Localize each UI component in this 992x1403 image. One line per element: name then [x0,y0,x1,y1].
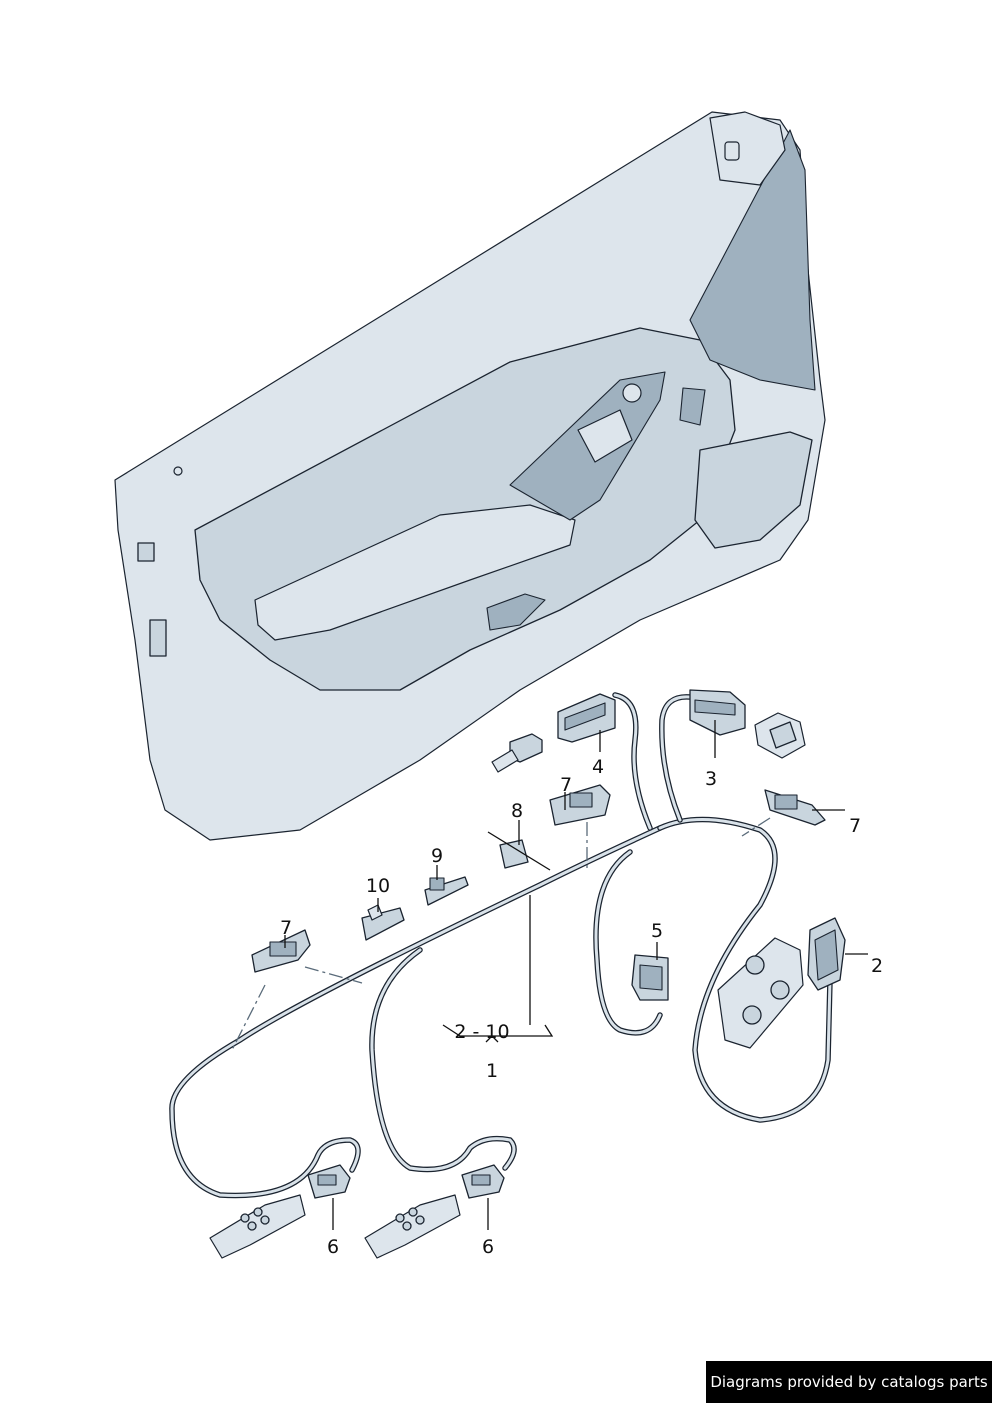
leader-lines [231,720,868,1230]
component-8-clip [487,831,551,871]
component-10-clip [361,904,405,941]
wiring-harness [169,692,833,1199]
component-2-plate [717,937,804,1049]
component-7-clip-left [251,929,311,973]
component-4-switch-module [557,693,616,743]
component-3-connector [689,689,746,736]
callout-10: 10 [366,875,390,897]
component-9-clip [424,876,469,906]
catalog-credit-badge: Diagrams provided by catalogs parts [706,1361,992,1403]
callout-1: 1 [486,1060,498,1082]
component-6-connector-right [461,1164,505,1199]
component-6-connector-left [307,1164,351,1199]
callout-3: 3 [705,768,717,790]
door-trim-panel [114,111,826,841]
callout-9: 9 [431,845,443,867]
callout-5: 5 [651,920,663,942]
component-6-socket-left [209,1194,306,1259]
callout-7-upper: 7 [560,774,572,796]
callout-6-right: 6 [482,1236,494,1258]
callout-4: 4 [592,756,604,778]
callout-range: 2 - 10 [454,1021,509,1043]
component-2-connector [807,917,846,991]
callout-8: 8 [511,800,523,822]
component-5-connector [631,954,669,1001]
bulb-holder [491,733,543,773]
callout-2: 2 [871,955,883,977]
callout-7-right: 7 [849,815,861,837]
callout-6-left: 6 [327,1236,339,1258]
component-7-clip-upper [549,784,611,826]
callout-labels: 1 2 3 4 5 6 6 7 7 7 8 9 10 2 - 10 [280,756,883,1258]
component-3-switch [754,712,806,759]
component-6-socket-right [364,1194,461,1259]
component-7-clip-right [764,789,826,826]
callout-7-left: 7 [280,917,292,939]
